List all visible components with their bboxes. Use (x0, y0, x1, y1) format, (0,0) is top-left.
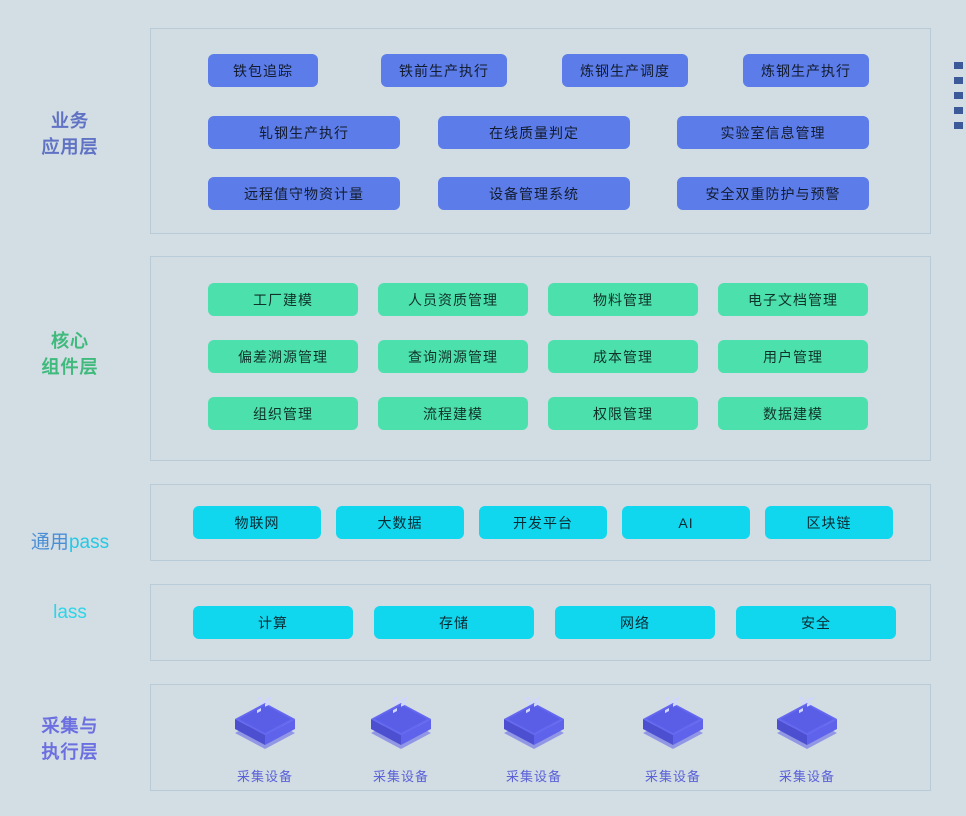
chip-core-2-3[interactable]: 成本管理 (548, 340, 698, 373)
edge-marker-dot (954, 92, 963, 99)
chip-core-2-1[interactable]: 偏差溯源管理 (208, 340, 358, 373)
device-collection-4[interactable]: 采集设备 (613, 685, 733, 785)
chip-paas-3[interactable]: 开发平台 (479, 506, 607, 539)
chip-business-1-2[interactable]: 铁前生产执行 (381, 54, 507, 87)
collection-device-icon (747, 685, 867, 762)
collection-device-label: 采集设备 (644, 769, 701, 784)
chip-business-3-3[interactable]: 安全双重防护与预警 (677, 177, 869, 210)
chip-paas-1[interactable]: 物联网 (193, 506, 321, 539)
device-collection-5[interactable]: 采集设备 (747, 685, 867, 785)
layer-label-general-paas-prefix: 通用 (30, 532, 69, 553)
chip-core-3-1[interactable]: 组织管理 (208, 397, 358, 430)
layer-label-general-paas: 通用pass (0, 504, 140, 556)
chip-business-1-3[interactable]: 炼钢生产调度 (562, 54, 688, 87)
collection-device-label: 采集设备 (236, 769, 293, 784)
edge-marker-dot (954, 77, 963, 84)
collection-device-icon (613, 685, 733, 762)
collection-device-label: 采集设备 (778, 769, 835, 784)
chip-business-3-1[interactable]: 远程值守物资计量 (208, 177, 400, 210)
layer-label-collection-execution: 采集与 执行层 (41, 716, 99, 762)
device-collection-1[interactable]: 采集设备 (205, 685, 325, 785)
collection-device-icon (474, 685, 594, 762)
chip-core-1-3[interactable]: 物料管理 (548, 283, 698, 316)
chip-core-2-2[interactable]: 查询溯源管理 (378, 340, 528, 373)
chip-iaas-1[interactable]: 计算 (193, 606, 353, 639)
chip-paas-2[interactable]: 大数据 (336, 506, 464, 539)
chip-business-2-1[interactable]: 轧钢生产执行 (208, 116, 400, 149)
layer-label-business-application: 业务 应用层 (41, 111, 99, 157)
device-collection-3[interactable]: 采集设备 (474, 685, 594, 785)
chip-iaas-2[interactable]: 存储 (374, 606, 534, 639)
device-collection-2[interactable]: 采集设备 (341, 685, 461, 785)
chip-core-1-2[interactable]: 人员资质管理 (378, 283, 528, 316)
chip-business-3-2[interactable]: 设备管理系统 (438, 177, 630, 210)
chip-business-2-3[interactable]: 实验室信息管理 (677, 116, 869, 149)
chip-paas-5[interactable]: 区块链 (765, 506, 893, 539)
chip-core-3-2[interactable]: 流程建模 (378, 397, 528, 430)
collection-device-label: 采集设备 (372, 769, 429, 784)
collection-device-icon (205, 685, 325, 762)
chip-iaas-3[interactable]: 网络 (555, 606, 715, 639)
layer-label-core-component: 核心 组件层 (41, 331, 99, 377)
right-edge-markers (954, 62, 966, 129)
chip-business-1-4[interactable]: 炼钢生产执行 (743, 54, 869, 87)
chip-core-2-4[interactable]: 用户管理 (718, 340, 868, 373)
collection-device-label: 采集设备 (505, 769, 562, 784)
chip-business-2-2[interactable]: 在线质量判定 (438, 116, 630, 149)
chip-core-3-4[interactable]: 数据建模 (718, 397, 868, 430)
chip-core-3-3[interactable]: 权限管理 (548, 397, 698, 430)
edge-marker-dot (954, 122, 963, 129)
collection-device-icon (341, 685, 461, 762)
chip-iaas-4[interactable]: 安全 (736, 606, 896, 639)
chip-core-1-1[interactable]: 工厂建模 (208, 283, 358, 316)
chip-core-1-4[interactable]: 电子文档管理 (718, 283, 868, 316)
edge-marker-dot (954, 62, 963, 69)
chip-business-1-1[interactable]: 铁包追踪 (208, 54, 318, 87)
chip-paas-4[interactable]: AI (622, 506, 750, 539)
edge-marker-dot (954, 107, 963, 114)
layer-label-iaas: lass (53, 602, 87, 623)
layer-label-general-paas-suffix: pass (68, 532, 110, 553)
